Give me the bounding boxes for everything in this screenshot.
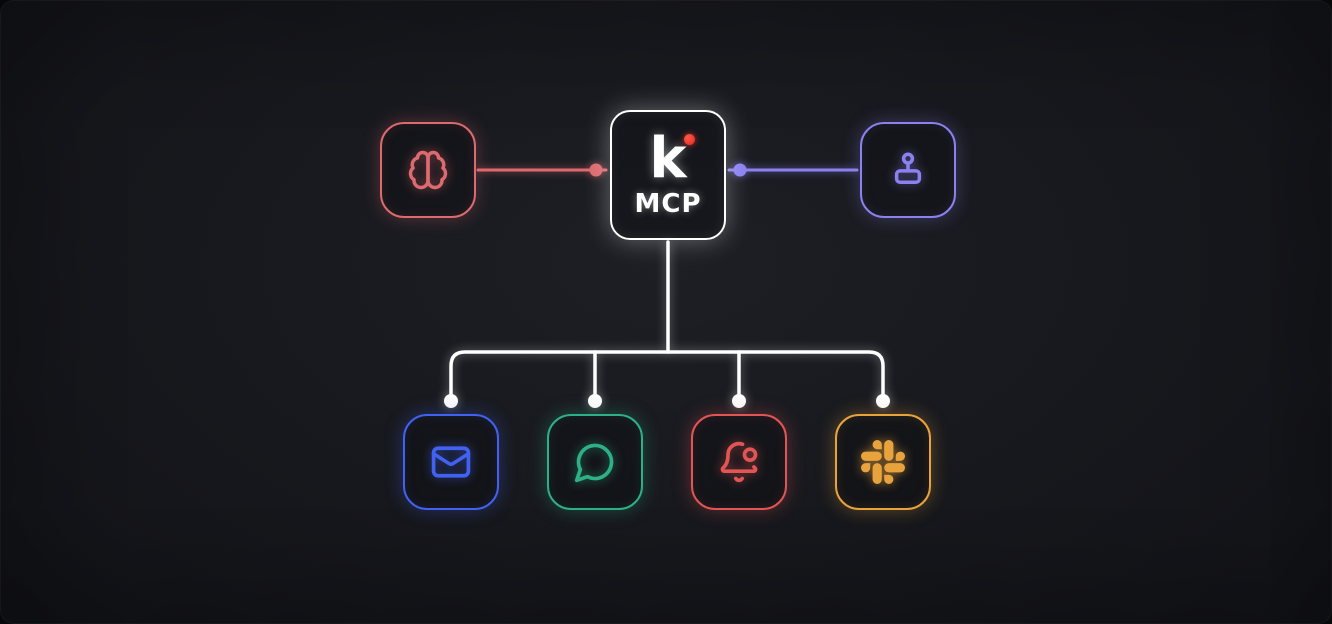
endpoint-dot-mail: [444, 394, 458, 408]
bell-dot-icon: [720, 441, 758, 483]
node-kestra-mcp: k MCP: [610, 110, 726, 240]
mcp-label: MCP: [634, 189, 702, 219]
endpoint-dot-slack: [876, 394, 890, 408]
joystick-icon: [894, 152, 922, 184]
mail-icon: [431, 446, 471, 478]
node-joystick: [860, 122, 956, 218]
node-chat: [547, 414, 643, 510]
kestra-logo-letter: k: [649, 126, 687, 191]
left-connector-dot: [589, 163, 603, 177]
slack-icon: [861, 440, 905, 484]
node-email: [403, 414, 499, 510]
endpoint-dot-bell: [732, 394, 746, 408]
kestra-logo-dot: [683, 134, 695, 145]
endpoint-dot-chat: [588, 394, 602, 408]
distribution-bracket: [449, 350, 885, 404]
distribution-wires: [444, 240, 890, 408]
left-connector-line: [476, 163, 608, 177]
right-connector-line: [727, 163, 859, 177]
kestra-logo: k: [649, 131, 695, 187]
node-ai-brain: [380, 122, 476, 218]
node-notification: [691, 414, 787, 510]
brain-icon: [408, 150, 448, 190]
message-bubble-icon: [574, 443, 614, 483]
node-slack: [835, 414, 931, 510]
right-connector-dot: [733, 163, 747, 177]
